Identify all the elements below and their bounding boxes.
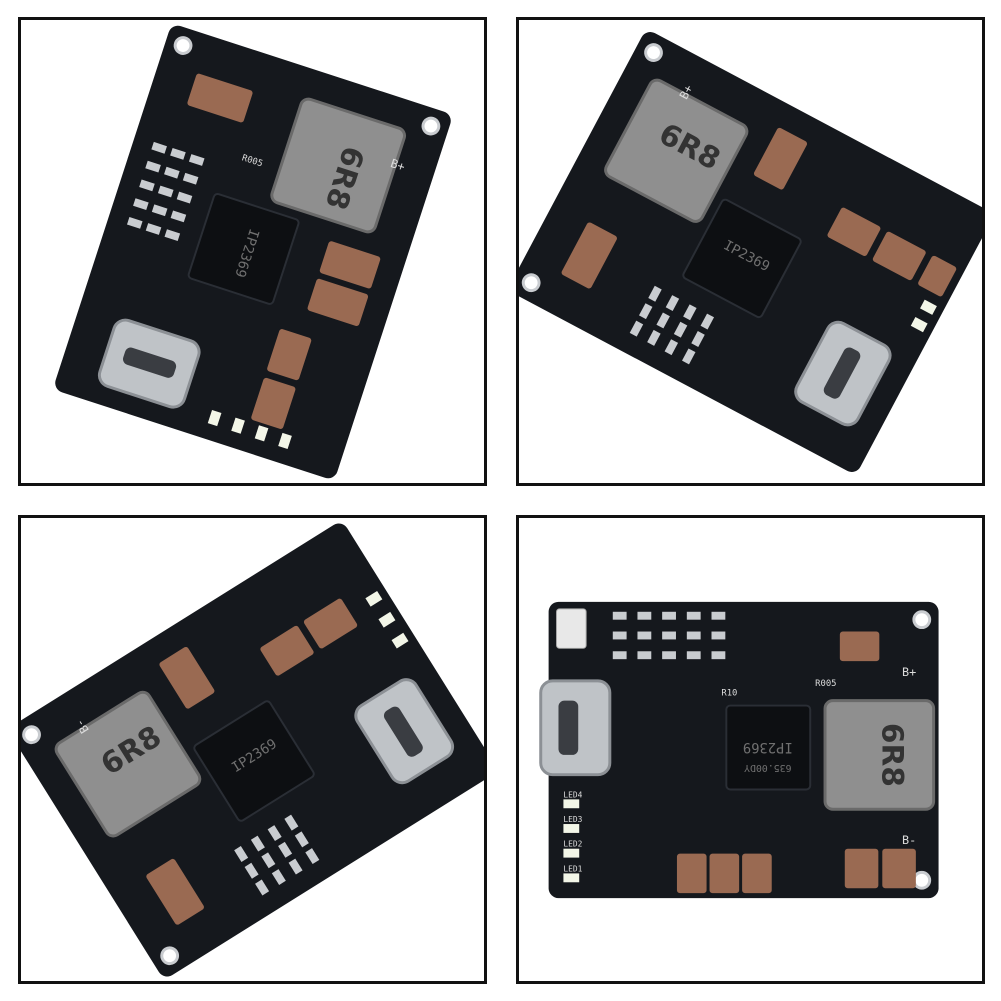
inductor <box>54 690 202 838</box>
inductor <box>823 699 936 811</box>
capacitor <box>267 329 312 381</box>
led-label-3: LED3 <box>563 815 582 824</box>
ic-code: 635.00DY <box>744 762 792 773</box>
capacitor <box>872 231 926 281</box>
battery-minus-label: B- <box>902 833 916 847</box>
ic-chip <box>193 700 315 822</box>
inductor <box>604 78 749 223</box>
ic-chip <box>187 193 300 305</box>
capacitor <box>303 598 358 649</box>
capacitor <box>307 278 369 326</box>
capacitor <box>260 625 314 676</box>
mounting-hole <box>644 43 663 62</box>
battery-plus-label: B+ <box>677 82 696 101</box>
battery-plus-label: B+ <box>902 665 916 679</box>
capacitor <box>753 127 808 190</box>
led-label-4: LED4 <box>563 790 582 799</box>
mounting-hole <box>421 116 441 136</box>
pcb-photo-1: 6R8 IP2369 B+ <box>55 25 451 479</box>
led <box>563 873 580 883</box>
battery-plus-label: B+ <box>389 156 407 174</box>
capacitor <box>561 222 617 289</box>
led <box>563 799 580 809</box>
switch <box>556 608 587 649</box>
mounting-hole <box>521 273 541 293</box>
photo-panel-2: 6R8 IP2369 B+ <box>516 17 985 486</box>
ic-chip <box>682 198 802 319</box>
inductor-marking: 6R8 <box>875 723 909 787</box>
ic-chip <box>725 704 812 791</box>
led-label-1: LED1 <box>563 864 582 873</box>
photo-panel-4: 6R8 IP2369 635.00DY LED4 LED3 LED2 LED1 <box>516 515 985 984</box>
pcb-photo-3: 6R8 IP2369 B- <box>21 523 484 977</box>
mounting-hole <box>160 946 180 966</box>
capacitor <box>251 377 296 429</box>
mounting-hole <box>173 36 193 55</box>
capacitor <box>187 73 253 123</box>
led <box>563 848 580 858</box>
ic-marking: IP2369 <box>743 739 793 755</box>
capacitor <box>839 631 880 662</box>
capacitor <box>918 255 957 297</box>
battery-minus-label: B- <box>72 716 91 736</box>
led-label-2: LED2 <box>563 840 582 849</box>
led <box>563 824 580 833</box>
capacitor <box>319 241 381 289</box>
capacitor <box>159 646 215 709</box>
mounting-hole <box>912 870 932 890</box>
pcb-photo-4: 6R8 IP2369 635.00DY LED4 LED3 LED2 LED1 <box>539 601 939 899</box>
capacitor <box>709 853 740 894</box>
capacitor <box>844 848 879 889</box>
inductor <box>270 97 407 234</box>
photo-panel-3: 6R8 IP2369 B- <box>18 515 487 984</box>
mounting-hole <box>912 610 932 630</box>
resistor-label: R005 <box>815 679 836 689</box>
capacitor <box>742 853 772 894</box>
pcb-photo-2: 6R8 IP2369 B+ <box>519 32 982 472</box>
capacitor <box>146 858 204 925</box>
photo-panel-1: 6R8 IP2369 B+ <box>18 17 487 486</box>
mounting-hole <box>22 725 41 745</box>
capacitor <box>827 207 881 257</box>
capacitor <box>676 853 707 894</box>
resistor-label-2: R10 <box>721 689 737 699</box>
capacitor <box>882 848 916 889</box>
